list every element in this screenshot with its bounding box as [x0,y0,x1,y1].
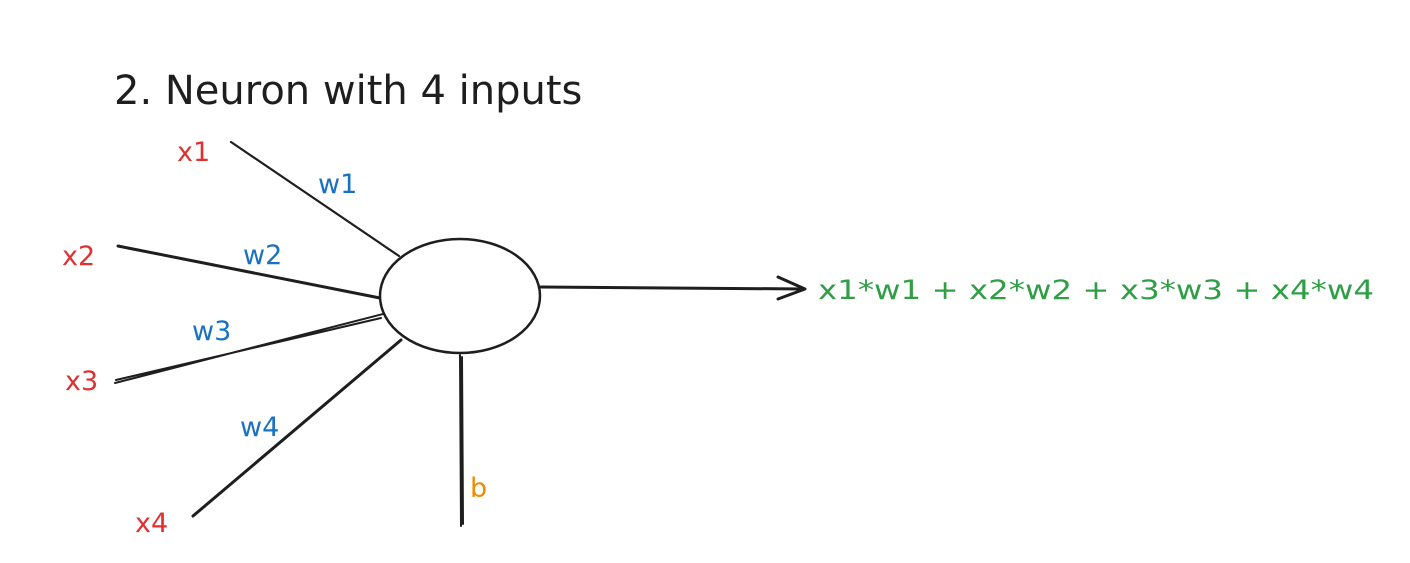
edge-x1-neuron [229,140,401,258]
edge-x2-neuron [116,244,382,300]
bias-label: b [470,473,487,504]
input-label-x1: x1 [177,137,210,168]
edge-output [539,285,806,291]
diagram-title: 2. Neuron with 4 inputs [114,68,582,114]
input-label-x4: x4 [135,508,168,539]
edge-x3-neuron [114,313,384,384]
weight-label-w2: w2 [243,240,282,271]
input-label-x3: x3 [65,366,98,397]
edge-bias [459,354,464,527]
edge-x4-neuron [191,338,403,518]
weight-label-w4: w4 [240,412,279,443]
input-label-x2: x2 [62,241,95,272]
output-expression: x1*w1 + x2*w2 + x3*w3 + x4*w4 [818,275,1374,306]
neuron-node [378,237,542,355]
weight-label-w3: w3 [192,316,231,347]
weight-label-w1: w1 [318,169,357,200]
output-arrowhead [776,275,807,301]
